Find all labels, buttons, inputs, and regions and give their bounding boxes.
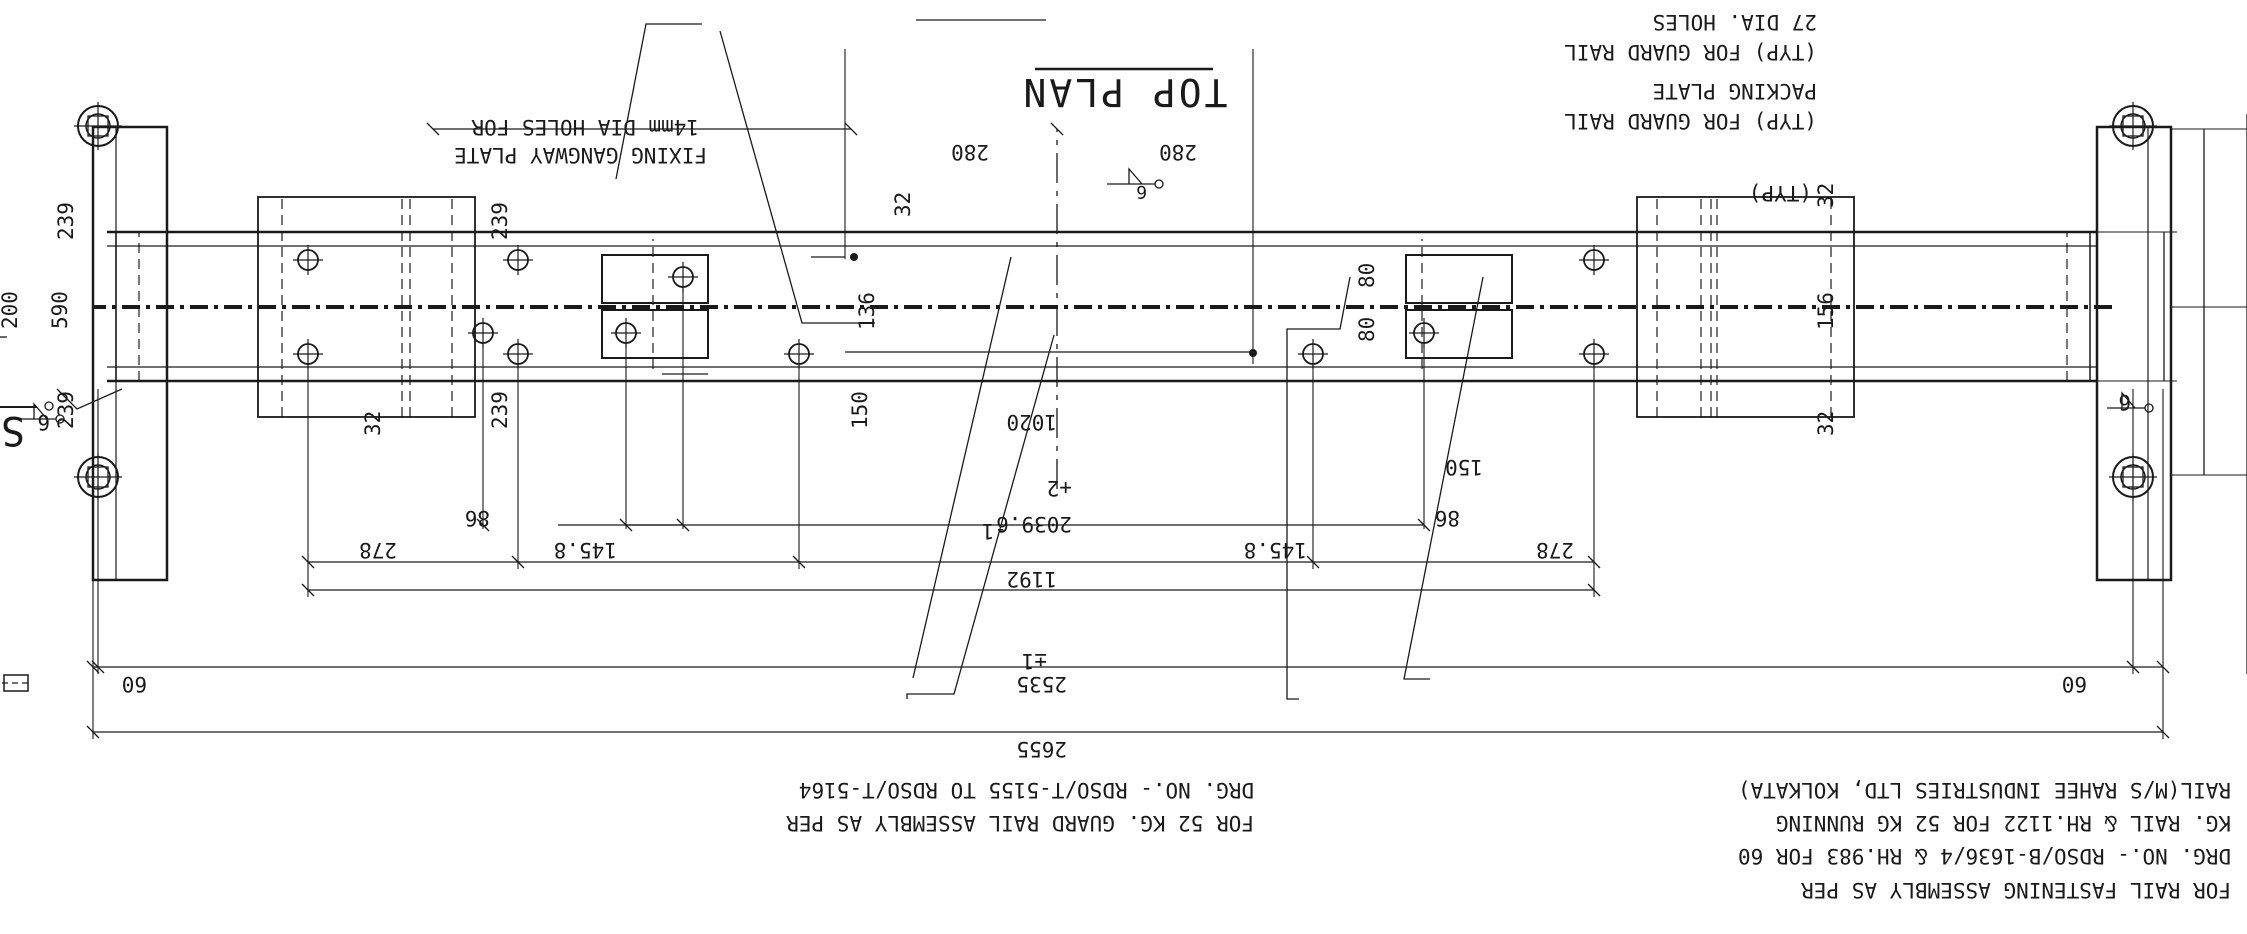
rotated-drawing: TOP PLAN SEC [0, 10, 2247, 902]
dim-86-a: 86 [465, 506, 490, 530]
dim-32-c: 32 [1814, 411, 1838, 436]
packing-plate-left-lower [1405, 309, 1513, 359]
guard-rail-plate-left [1636, 196, 1855, 418]
dim-239-d: 239 [54, 202, 78, 240]
extension-lines [92, 49, 2164, 739]
dim-1020: 1020 [1006, 410, 1057, 434]
note-dia-holes-line1: 27 DIA. HOLES [1653, 10, 1817, 34]
dim-150: 150 [1445, 455, 1483, 479]
dim-tolerance-plus: +2 [1047, 476, 1072, 500]
hole-27dia-9 [1409, 318, 1439, 348]
dim-86-b: 86 [1435, 506, 1460, 530]
hole-27dia-8 [293, 245, 323, 275]
bolt-symbol-right-top [74, 102, 122, 150]
packing-plate-left-upper [1405, 254, 1513, 304]
dimension-lines [93, 128, 2163, 733]
hole-27dia-10 [668, 262, 698, 292]
packing-plate-right-upper [601, 254, 709, 304]
hole-14dia-1 [850, 253, 858, 261]
note-fastening-line1: FOR RAIL FASTENING ASSEMBLY AS PER [1801, 878, 2231, 902]
hole-27dia-12 [468, 318, 498, 348]
packing-plate-right-lower [601, 309, 709, 359]
section-label: SEC [0, 407, 25, 453]
dim-156: 156 [1814, 292, 1838, 330]
weld-symbol-right [44, 167, 2154, 413]
dim-239-c: 239 [54, 391, 78, 429]
note-guard-rail-line2: DRG. NO.- RDSO/T-5155 TO RDSO/T-5164 [799, 778, 1254, 802]
dimension-labels: 280 280 32 32 32 32 136 156 80 80 239 23… [0, 140, 2131, 761]
note-dia-holes-line2: (TYP) FOR GUARD RAIL [1564, 40, 1817, 64]
vertical-dimensions [2097, 114, 2247, 674]
dim-2535: 2535 [1016, 672, 1067, 696]
note-fixing-holes-line2: FIXING GANGWAY PLATE [454, 143, 707, 167]
leader-lines [0, 19, 1484, 700]
dim-145-8-a: 145.8 [1244, 538, 1307, 562]
note-fixing-holes-line1: 14mm DIA HOLES FOR [471, 115, 699, 139]
dim-80-b: 80 [1355, 317, 1379, 342]
dim-136: 136 [855, 292, 879, 330]
dimension-ticks [86, 122, 2170, 739]
dim-280-right: 280 [951, 140, 989, 164]
weld-size-label: 6 [1136, 181, 1147, 202]
dim-32-d: 32 [1814, 183, 1838, 208]
bolt-symbol-left-top [2109, 102, 2157, 150]
dim-fifty: 150 [848, 391, 872, 429]
dim-278-a: 278 [1536, 538, 1574, 562]
dim-2039-6: 2039.6 [996, 512, 1072, 536]
plate-hidden-lines-right [281, 197, 453, 417]
dim-1192: 1192 [1006, 567, 1057, 591]
dim-tolerance-minus: -1 [982, 519, 1007, 543]
dim-200-mark: 200 [0, 291, 22, 329]
drawing-title: TOP PLAN [1020, 70, 1227, 114]
plate-hidden-lines-left [1656, 197, 1832, 417]
dim-32-b: 32 [361, 411, 385, 436]
dim-2655: 2655 [1016, 737, 1067, 761]
note-packing-line2: (TYP) FOR GUARD RAIL [1564, 109, 1817, 133]
note-packing-line1: PACKING PLATE [1653, 79, 1817, 103]
hole-27dia-2 [1579, 245, 1609, 275]
weld-size-6-a: 6 [37, 410, 50, 434]
guard-rail-plate-right [257, 196, 476, 418]
dim-239-a: 239 [488, 391, 512, 429]
dim-239-b: 239 [488, 202, 512, 240]
note-weld-typ: (TYP) [1749, 181, 1812, 205]
end-plate-left [2095, 125, 2173, 582]
dim-tolerance-pm: ±1 [1022, 649, 1047, 673]
end-plate-right [91, 125, 169, 582]
hole-27dia-11 [611, 318, 641, 348]
weld-symbol-left [22, 402, 65, 424]
note-fastening-line2: DRG. NO.- RDSO/B-1636/4 & RH.983 FOR 60 [1738, 844, 2231, 868]
section-arrow-mark [0, 674, 29, 692]
note-guard-rail-line1: FOR 52 KG. GUARD RAIL ASSEMBLY AS PER [786, 811, 1254, 835]
dim-60-b: 60 [122, 672, 147, 696]
note-fastening-line4: RAIL(M/S RAHEE INDUSTRIES LTD, KOLKATA) [1738, 778, 2231, 802]
dim-80-a: 80 [1355, 263, 1379, 288]
dim-590-mark: 590 [48, 291, 72, 329]
note-fastening-line3: KG. RAIL & RH.1122 FOR 52 KG RUNNING [1776, 811, 2231, 835]
hole-27dia-4 [503, 245, 533, 275]
weld-size-6-b: 6 [2118, 390, 2131, 414]
dim-278-b: 278 [359, 538, 397, 562]
dim-60-a: 60 [2062, 672, 2087, 696]
dim-145-8-b: 145.8 [554, 538, 617, 562]
dim-280-left: 280 [1159, 140, 1197, 164]
dim-32-a: 32 [891, 192, 915, 217]
